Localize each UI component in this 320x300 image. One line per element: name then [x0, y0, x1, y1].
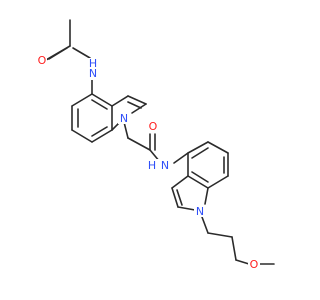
atom-labels: O H N N O H N N O	[37, 54, 260, 271]
bond	[91, 126, 108, 137]
bond	[71, 129, 93, 143]
bond	[207, 232, 233, 238]
atom-label-O: O	[149, 120, 158, 133]
atom-label-N: N	[161, 159, 169, 172]
bond	[177, 206, 196, 211]
bond	[127, 95, 147, 105]
bond	[207, 175, 229, 189]
bond	[48, 47, 68, 60]
molecule-structure: O H N N O H N N O	[37, 19, 275, 271]
bond	[171, 175, 189, 189]
bond	[207, 141, 229, 154]
bond	[91, 99, 108, 110]
bond	[176, 189, 183, 206]
bond	[171, 187, 179, 208]
bond	[127, 101, 142, 109]
bond	[72, 47, 91, 59]
bond	[231, 236, 237, 261]
bond	[191, 171, 209, 183]
bond	[187, 141, 209, 154]
bond	[111, 95, 129, 107]
atom-label-O: O	[38, 54, 47, 67]
atom-label-N: N	[120, 112, 128, 125]
bond	[71, 93, 93, 107]
bond	[204, 187, 209, 205]
bond	[123, 121, 129, 139]
atom-label-N: N	[89, 67, 97, 80]
bond	[173, 152, 189, 164]
atom-label-H: H	[89, 57, 97, 70]
bond	[191, 147, 209, 159]
bond	[201, 216, 209, 234]
bond	[127, 137, 151, 151]
atom-label-O: O	[250, 258, 259, 271]
bond	[187, 175, 209, 189]
molecule-drawing: O H N N O H N N O	[37, 19, 275, 271]
atom-label-N: N	[196, 205, 204, 218]
bond	[91, 93, 113, 107]
bond	[131, 103, 147, 114]
atom-label-H: H	[148, 159, 156, 172]
bond	[235, 259, 250, 265]
bond	[91, 129, 113, 143]
bonds	[45, 19, 275, 265]
